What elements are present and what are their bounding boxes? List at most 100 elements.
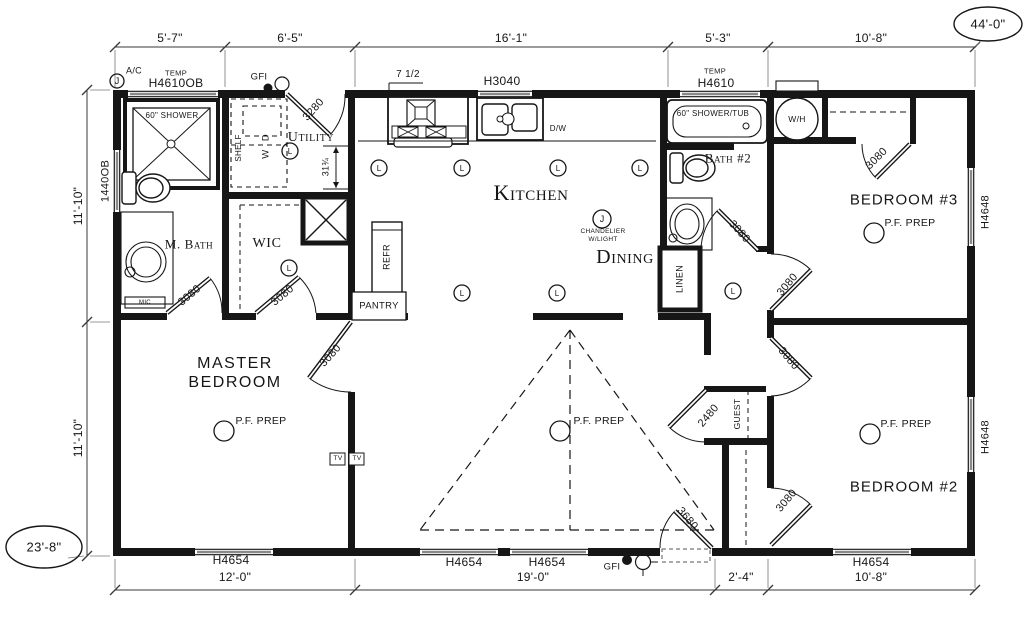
island-gap-dim [388,82,423,97]
dim-bottom-1: 12'-0" [218,570,252,584]
medicine-cabinet-label: MIC [139,300,151,306]
window-label-h4648-2: H4648 [979,420,992,454]
window-label-h4654-4: H4654 [852,555,890,569]
svg-text:L: L [287,264,292,273]
chandelier-label-2: W/LIGHT [588,235,618,243]
window-label-h4654-3: H4654 [528,555,566,569]
room-label-bath2: Bath #2 [704,150,752,166]
gfi-label-bottom: GFI [603,561,621,573]
shelf-label: SHELF [234,134,243,162]
junction-icon [109,73,125,89]
room-label-mbath: M. Bath [164,236,214,252]
room-label-wic: WIC [252,236,282,251]
dim-bottom-4: 10'-8" [854,570,888,584]
refrigerator-box [371,221,403,295]
utility-depth-dim [323,145,352,190]
windows [113,90,975,556]
room-label-bedroom3: BEDROOM #3 [849,191,959,209]
water-heater-icon [775,80,819,141]
svg-text:L: L [638,164,643,173]
ceiling-symbols: L L L L L L L L L J J [109,73,742,302]
dim-top-4: 5'-3" [705,31,731,45]
pf-prep-label-living: P.F. PREP [573,414,625,427]
temp-label-1: TEMP [164,68,188,78]
pf-prep-circles [213,222,885,445]
mbath-vanity [120,211,174,309]
room-label-master-1: MASTER [197,355,273,372]
water-heater-label: W/H [788,113,806,124]
dim-top-5: 10'-8" [854,31,888,45]
pf-prep-label-bedroom3: P.F. PREP [884,216,936,229]
pantry-label: PANTRY [359,300,399,312]
vaulted-ceiling-triangle [419,329,715,531]
utility-depth-dim-label: 31¾ [320,157,331,177]
chase-box [300,194,352,246]
svg-text:L: L [555,289,560,298]
svg-text:L: L [288,147,293,156]
doors [165,92,912,563]
svg-text:L: L [731,287,736,296]
room-label-dining: Dining [596,246,654,268]
chandelier-label-1: CHANDELIER [580,227,626,235]
fixtures [120,76,908,576]
dim-left-1: 11'-10" [71,186,85,226]
dimension-lines [5,6,1023,596]
bath2-vanity [663,197,713,251]
gfi-icons [263,76,658,576]
overall-width: 44'-0" [970,16,1006,32]
refrigerator-label: REFR [381,244,392,270]
dim-left-2: 11'-10" [71,418,85,458]
window-frames [113,90,975,556]
temp-label-2: TEMP [703,66,727,76]
entry-threshold [661,548,711,563]
svg-text:L: L [460,164,465,173]
shower-fixture [123,98,220,190]
dim-bottom-2: 19'-0" [516,570,550,584]
shower-label: 60" SHOWER [145,111,199,120]
window-sashes [115,92,973,554]
svg-text:J: J [115,76,120,86]
kitchen-sink [476,97,544,141]
pf-prep-label-master: P.F. PREP [235,414,287,427]
overall-depth: 23'-8" [26,539,62,555]
tv-outlets [329,452,365,466]
tub-fixture [666,99,768,144]
linen-closet [657,245,703,313]
pantry-box [351,291,407,321]
window-label-h4654-1: H4654 [212,553,250,567]
dim-top-3: 16'-1" [494,31,528,45]
window-label-h4648-1: H4648 [979,195,992,229]
ac-label: A/C [126,65,142,76]
dim-top-2: 6'-5" [277,31,303,45]
window-label-h4610ob: H4610OB [148,76,204,90]
dim-bottom-3: 2'-4" [728,570,754,584]
gfi-label-top: GFI [250,71,268,83]
shower-tub-label: 60" SHOWER/TUB [676,109,750,118]
window-label-1440ob: 1440OB [99,159,112,203]
dim-top-1: 5'-7" [157,31,183,45]
chandelier-icon [592,209,612,229]
svg-text:J: J [600,214,605,224]
door-leaf-cores [166,93,911,549]
guest-closet-label: GUEST [731,398,742,430]
room-label-utility: Utility [287,130,335,145]
window-label-h4654-2: H4654 [445,555,483,569]
bath2-toilet-icon [669,152,716,184]
svg-text:L: L [377,164,382,173]
pf-prep-label-bedroom2: P.F. PREP [880,417,932,430]
room-label-master-2: BEDROOM [188,374,282,391]
mbath-toilet-icon [121,171,171,205]
medicine-cabinet [124,296,166,309]
washer-dryer-label: W D [260,131,272,159]
svg-text:L: L [460,289,465,298]
room-label-bedroom2: BEDROOM #2 [849,478,959,496]
symbol-letters: L L L L L L L L L J J [115,76,736,298]
range-island [387,96,469,148]
svg-text:L: L [556,164,561,173]
door-gaps [167,90,910,556]
dishwasher-label: D/W [549,124,567,133]
window-label-h4610: H4610 [697,76,735,90]
tv-label-2: TV [352,454,362,462]
